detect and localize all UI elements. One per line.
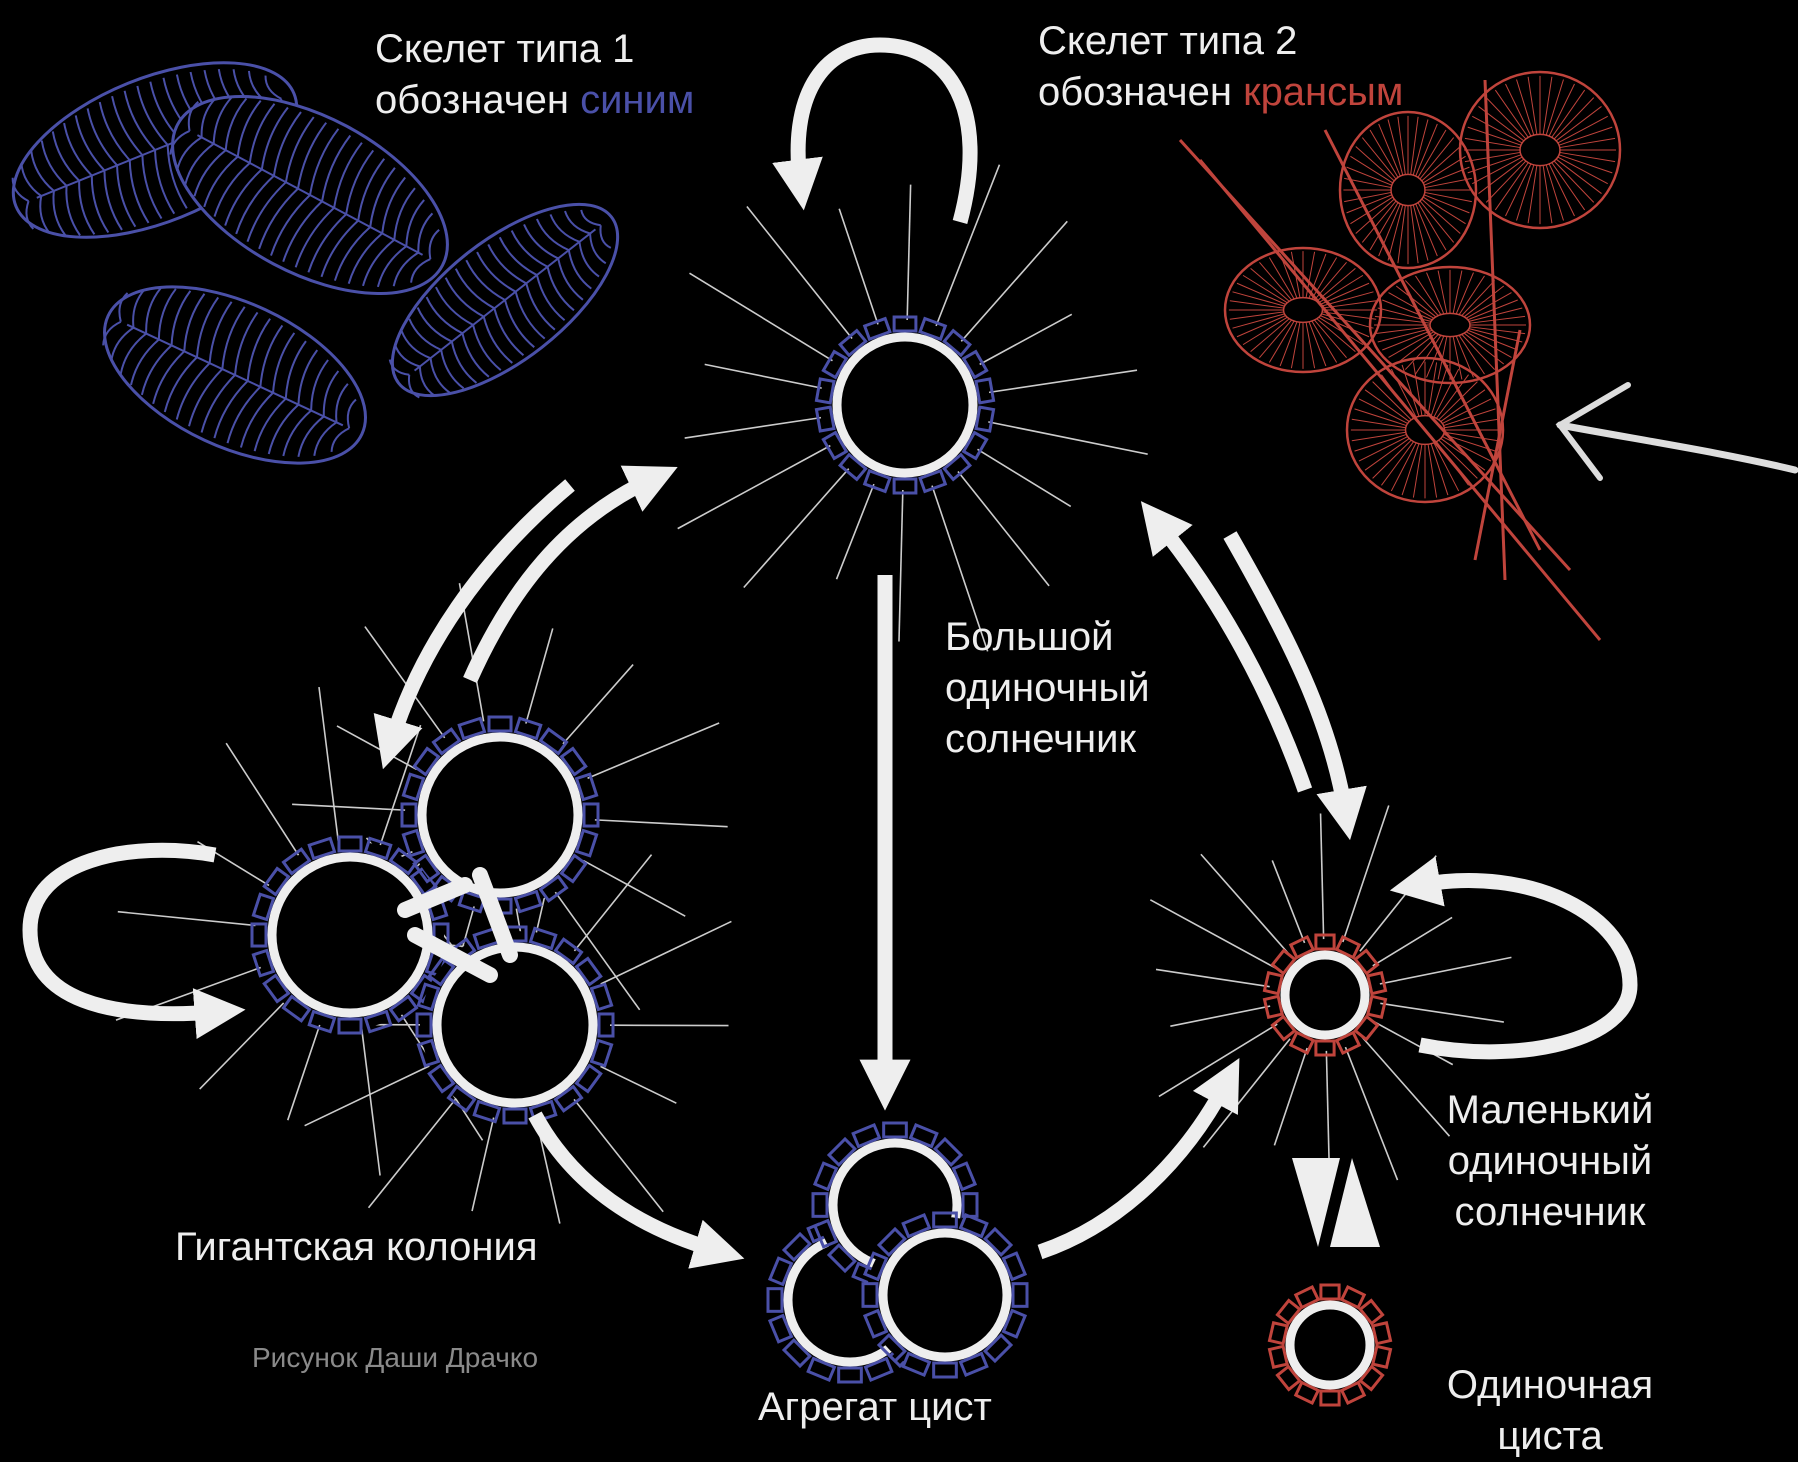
large-solitary-line1: Большой [945, 612, 1150, 663]
spine [1272, 860, 1305, 943]
red-scale-1 [1340, 112, 1476, 268]
spine [601, 921, 732, 984]
pointer-arrow [1560, 385, 1795, 478]
small-solitary-line2: одиночный [1420, 1136, 1680, 1187]
large-solitary-label: Большой одиночный солнечник [945, 612, 1150, 765]
aggregate-cyst-3 [863, 1213, 1027, 1377]
cyst-aggregate-label: Агрегат цист [758, 1382, 992, 1433]
spine [989, 370, 1137, 392]
spine [839, 209, 878, 325]
single-cyst-cell [1269, 1285, 1390, 1405]
type2-skeleton-scales [1225, 72, 1620, 502]
spine [744, 469, 849, 588]
colony-cell-2 [402, 717, 598, 913]
giant-colony-label: Гигантская колония [175, 1222, 538, 1273]
spine [899, 490, 903, 642]
type1-legend-title: Скелет типа 1 [375, 24, 694, 75]
spine [563, 665, 633, 744]
single-cyst-line1: Одиночная [1420, 1360, 1680, 1411]
type2-color-word: крансым [1243, 70, 1403, 114]
arrow-large-self-loop [798, 45, 970, 222]
small-solitary-line1: Маленький [1420, 1085, 1680, 1136]
credit: Рисунок Даши Драчко [252, 1342, 538, 1374]
axopodia-spines [116, 165, 1511, 1224]
arrow-colony-to-large [470, 480, 650, 680]
arrow-small-to-large [1160, 525, 1305, 790]
spine [583, 861, 685, 917]
spine [526, 628, 553, 723]
cyst-interconversion-triangles [1292, 1158, 1380, 1247]
type1-legend-desc: обозначен синим [375, 75, 694, 126]
cell-membrane [1290, 1305, 1370, 1385]
spine [337, 726, 417, 770]
spine [369, 1099, 456, 1208]
spine [1372, 917, 1452, 966]
single-cyst-line2: циста [1420, 1411, 1680, 1462]
spine [961, 221, 1067, 341]
spine [472, 1118, 494, 1212]
spine [118, 912, 256, 926]
single-cyst-label: Одиночная циста [1420, 1360, 1680, 1462]
spine [1326, 1050, 1329, 1165]
cell-membrane [272, 857, 428, 1013]
type2-legend-desc: обозначен крансым [1038, 67, 1403, 118]
small-solitary-cell [1264, 935, 1385, 1055]
arrow-colony-to-aggregate [535, 1115, 715, 1250]
spine [574, 855, 651, 951]
spine [288, 1025, 320, 1120]
cell-membrane [1285, 955, 1365, 1035]
spine [600, 1066, 676, 1103]
spine [1321, 813, 1324, 940]
cell-membrane [837, 337, 973, 473]
type1-color-word: синим [580, 78, 694, 122]
spine [1170, 1006, 1271, 1026]
spine [1156, 969, 1271, 986]
large-solitary-line3: солнечник [945, 714, 1150, 765]
cell-membrane [883, 1233, 1007, 1357]
red-scale-4 [1370, 267, 1530, 383]
spine [319, 687, 338, 841]
spine [685, 418, 821, 438]
arrow-aggregate-to-small [1040, 1085, 1225, 1252]
arrow-colony-self-loop [30, 850, 215, 1013]
spine [362, 1029, 380, 1175]
spine [705, 364, 822, 388]
spine [1359, 856, 1436, 952]
spine [978, 449, 1071, 506]
cell-membrane [437, 947, 593, 1103]
spine [226, 743, 298, 855]
spine [1343, 805, 1389, 942]
spine [1150, 900, 1276, 969]
type2-legend-title: Скелет типа 2 [1038, 16, 1403, 67]
spine [292, 804, 405, 810]
spine [574, 1099, 663, 1211]
red-scale-2 [1460, 72, 1620, 228]
spine [595, 820, 728, 827]
spine [837, 484, 874, 579]
cell-membrane [422, 737, 578, 893]
spine [1379, 957, 1512, 984]
type1-legend: Скелет типа 1 обозначен синим [375, 24, 694, 126]
large-solitary-cell [816, 317, 993, 493]
spine [980, 314, 1072, 364]
large-solitary-line2: одиночный [945, 663, 1150, 714]
spine [1345, 1046, 1397, 1180]
spine [1274, 1047, 1307, 1145]
arrow-small-self-loop [1420, 881, 1630, 1052]
spine [988, 422, 1147, 454]
spine [588, 723, 720, 778]
spine [958, 471, 1049, 585]
spine [907, 185, 910, 320]
red-scale-3 [1225, 248, 1381, 372]
small-solitary-label: Маленький одиночный солнечник [1420, 1085, 1680, 1238]
type2-legend: Скелет типа 2 обозначен крансым [1038, 16, 1403, 118]
spine [1379, 1003, 1503, 1022]
small-solitary-line3: солнечник [1420, 1187, 1680, 1238]
